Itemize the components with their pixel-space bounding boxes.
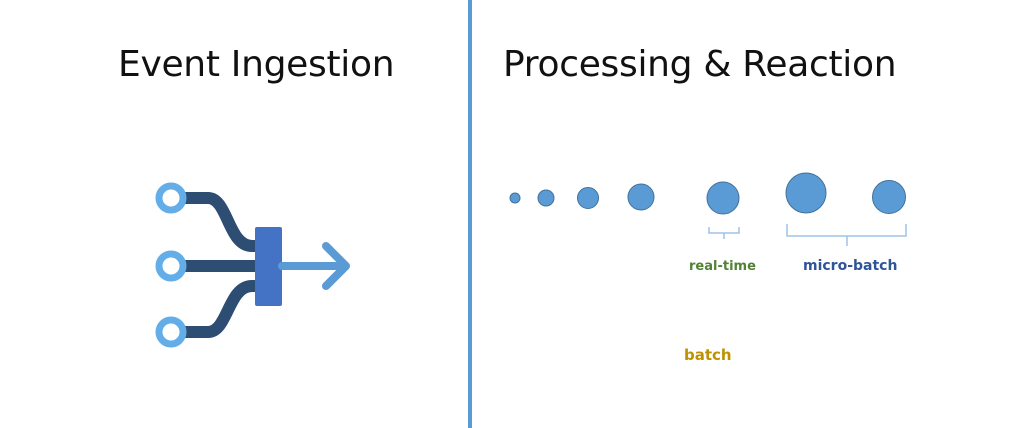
input-ring-middle (155, 250, 187, 282)
event-ingestion-icon (155, 182, 350, 348)
event-dots (509, 172, 906, 215)
input-ring-top (155, 182, 187, 214)
micro-batch-brace (786, 224, 907, 246)
event-dot-7 (872, 180, 906, 214)
event-dot-6 (785, 172, 827, 214)
event-dot-5 (706, 181, 740, 215)
right-arrow-icon (278, 242, 350, 290)
event-dot-1 (509, 192, 521, 204)
hub-block (255, 227, 282, 306)
micro-batch-label: micro-batch (803, 258, 898, 274)
event-dot-3 (577, 187, 599, 209)
bottom-connector (174, 280, 264, 338)
input-ring-bottom (155, 316, 187, 348)
processing-reaction-title: Processing & Reaction (503, 44, 897, 85)
event-dot-4 (627, 183, 655, 211)
top-connector (174, 192, 264, 252)
real-time-brace (708, 227, 740, 239)
event-dot-2 (537, 189, 555, 207)
real-time-label: real-time (689, 259, 756, 274)
connector-lines (174, 192, 264, 338)
event-ingestion-title: Event Ingestion (118, 44, 395, 85)
section-divider (468, 0, 472, 428)
batch-label: batch (684, 346, 732, 364)
